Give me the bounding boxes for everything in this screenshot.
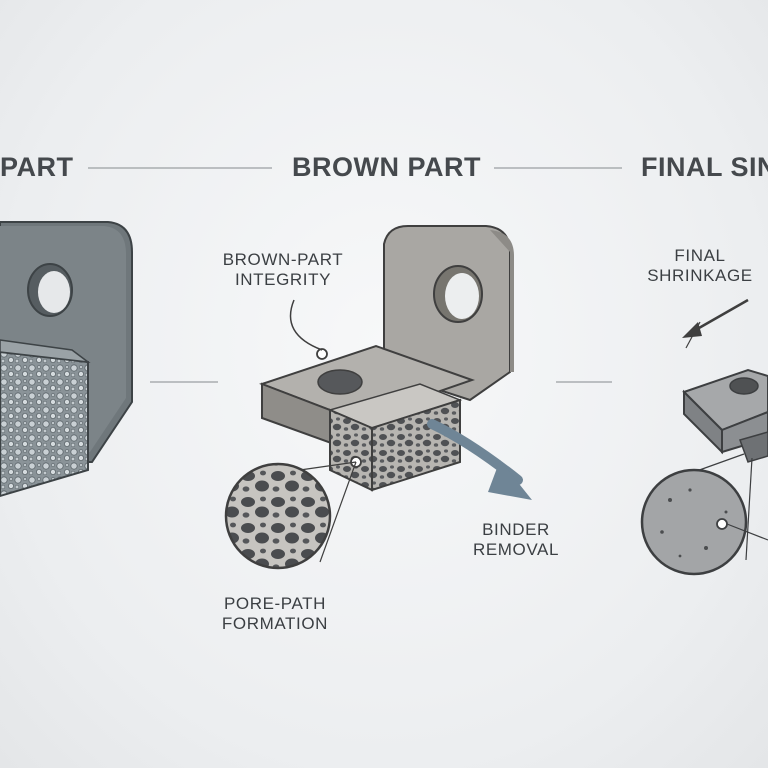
- pore-label: PORE-PATH FORMATION: [208, 594, 342, 633]
- pore-label-line: FORMATION: [221, 613, 329, 633]
- shrinkage-tick: [685, 321, 701, 349]
- binder-label-line: BINDER: [482, 520, 550, 539]
- dense-marker: [716, 518, 728, 530]
- integrity-leader: [289, 299, 323, 351]
- green-part: [0, 221, 133, 498]
- shrinkage-arrow: [691, 298, 749, 334]
- shrinkage-label-line: FINAL: [674, 246, 726, 265]
- integrity-label-line: INTEGRITY: [234, 269, 332, 289]
- integrity-marker: [316, 348, 328, 360]
- binder-label-line: REMOVAL: [472, 539, 560, 559]
- stage-title-green: PART: [0, 152, 74, 182]
- stage-title-brown: BROWN PART: [292, 152, 481, 182]
- binder-arrow-head: [488, 460, 532, 500]
- dense-magnifier: [642, 470, 746, 574]
- magnifier-leader: [319, 461, 357, 563]
- magnifier-leader: [299, 461, 357, 471]
- magnifier-leader: [745, 457, 753, 561]
- pore-magnifier-ring: [224, 462, 332, 570]
- sintered-part: [682, 368, 768, 463]
- brown-part: [259, 225, 514, 492]
- integrity-label: BROWN-PART INTEGRITY: [208, 250, 358, 289]
- shrinkage-label-line: SHRINKAGE: [647, 265, 753, 285]
- shrinkage-arrow-head: [682, 322, 702, 338]
- dense-magnifier-ring: [640, 468, 748, 576]
- integrity-label-line: BROWN-PART: [222, 250, 344, 269]
- shrinkage-label: FINAL SHRINKAGE: [636, 246, 764, 285]
- pore-magnifier: [226, 464, 330, 568]
- pore-label-line: PORE-PATH: [223, 594, 327, 613]
- binder-label: BINDER REMOVAL: [460, 520, 572, 559]
- stage-title-final: FINAL SIN: [641, 152, 768, 182]
- dense-leader: [726, 523, 768, 541]
